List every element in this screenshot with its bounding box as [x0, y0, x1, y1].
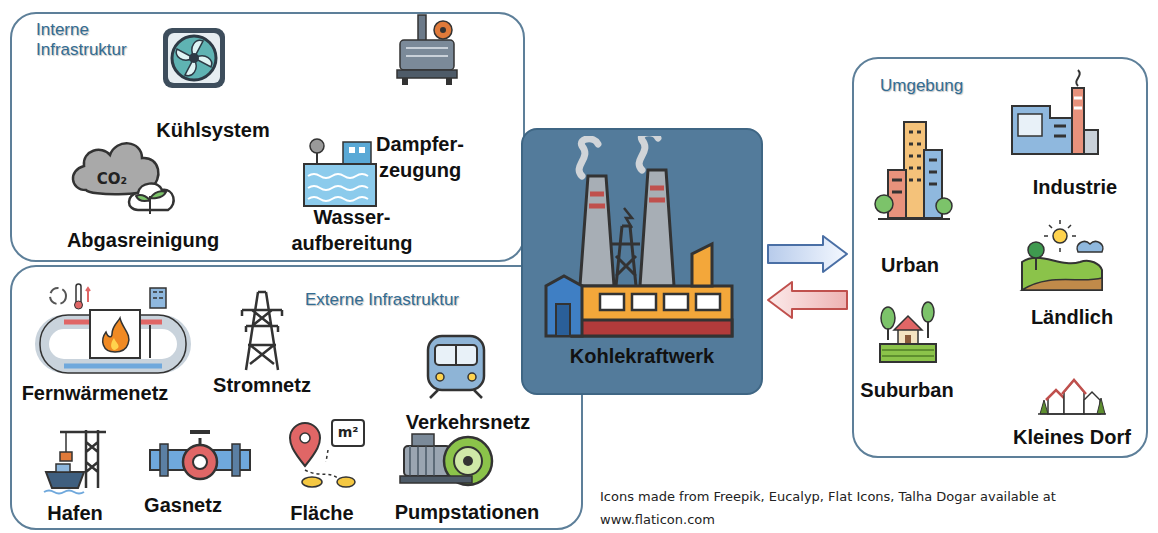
city-icon [875, 122, 952, 219]
district-heating-icon [40, 284, 186, 373]
item-label: Abgasreinigung [67, 227, 219, 253]
item-label-box: Fläche [290, 500, 353, 526]
item-label-box: Kühlsystem [156, 117, 269, 143]
icon-text: CO₂ [97, 170, 127, 188]
group-heading: Umgebung [880, 76, 963, 96]
fan-icon [163, 28, 225, 88]
pump-icon [400, 434, 492, 485]
area-icon [290, 420, 364, 487]
group-panel: Externe InfrastrukturFernwärmenetz Stromn… [10, 265, 583, 530]
item-label-box: Stromnetz [213, 372, 311, 398]
item-label: Fläche [290, 500, 353, 526]
item-label: Fernwärmenetz [22, 380, 169, 406]
item-label: Urban [881, 252, 939, 278]
credit-note: Icons made from Freepik, Eucalyp, Flat I… [600, 486, 1145, 532]
item-label-box: Kleines Dorf [1013, 424, 1131, 450]
flow-arrow [768, 236, 847, 272]
group-panel: Interne InfrastrukturKühlsystemDampfer- … [10, 12, 525, 262]
power-plant-icon [542, 136, 742, 341]
village-icon [1038, 380, 1106, 414]
item-label: Pumpstationen [395, 499, 539, 525]
group-heading: Externe Infrastruktur [305, 290, 459, 310]
flow-arrow [768, 282, 847, 318]
water-treatment-icon [304, 139, 376, 206]
plant-label: Kohlekraftwerk [570, 343, 715, 369]
item-label-box: Ländlich [1031, 304, 1113, 330]
exhaust-cleaning-icon [73, 143, 174, 214]
item-label: Hafen [47, 500, 103, 526]
item-label: Kleines Dorf [1013, 424, 1131, 450]
steam-generator-icon [397, 15, 457, 85]
item-label: Suburban [860, 377, 953, 403]
item-label-box: Hafen [47, 500, 103, 526]
icon-text: m² [338, 424, 359, 441]
item-label-box: Dampfer- zeugung [370, 131, 470, 184]
item-label-box: Industrie [1033, 174, 1117, 200]
item-label: Ländlich [1031, 304, 1113, 330]
countryside-icon [1022, 220, 1103, 290]
industry-icon [1012, 70, 1098, 154]
item-label: Stromnetz [213, 372, 311, 398]
harbour-icon [44, 430, 106, 494]
item-label: Verkehrsnetz [406, 409, 531, 435]
group-heading: Interne Infrastruktur [36, 20, 141, 61]
item-label-box: Abgasreinigung [67, 227, 219, 253]
item-label: Kühlsystem [156, 117, 269, 143]
item-label-box: Gasnetz [144, 492, 222, 518]
item-label-box: Fernwärmenetz [22, 380, 169, 406]
item-label: Industrie [1033, 174, 1117, 200]
item-label: Wasser- aufbereitung [285, 204, 420, 257]
suburb-icon [880, 302, 936, 362]
item-label: Dampfer- zeugung [370, 131, 470, 184]
power-pylon-icon [242, 292, 282, 370]
item-label-box: Wasser- aufbereitung [285, 204, 420, 257]
item-label-box: Pumpstationen [395, 499, 539, 525]
item-label-box: Verkehrsnetz [406, 409, 531, 435]
gas-valve-icon [150, 432, 250, 479]
item-label-box: Urban [881, 252, 939, 278]
group-panel: UmgebungUrban IndustrieLändlichSuburbanKl… [852, 57, 1148, 458]
item-label-box: Suburban [860, 377, 953, 403]
train-icon [428, 336, 484, 398]
plant-box: Kohlekraftwerk [521, 128, 763, 395]
item-label: Gasnetz [144, 492, 222, 518]
